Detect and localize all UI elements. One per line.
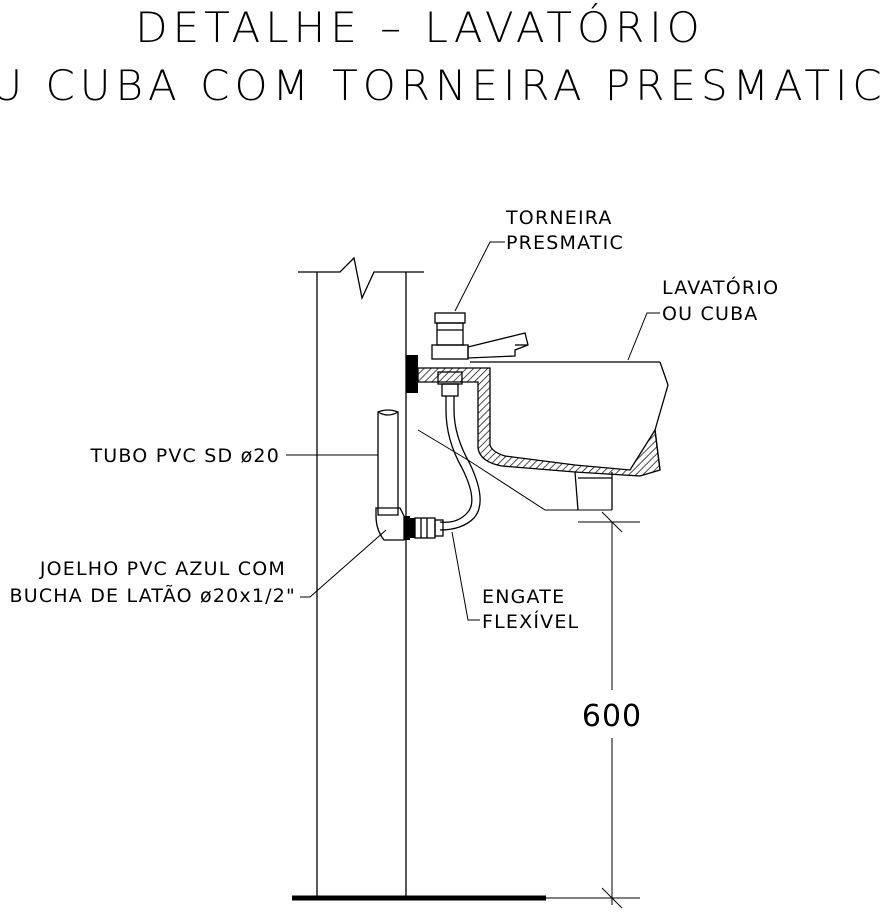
title-line-2: OU CUBA COM TORNEIRA PRESMATIC [0,61,887,110]
label-engate-1: ENGATE [482,586,565,608]
flexible-hose [439,396,481,531]
label-tubo: TUBO PVC SD ø20 [89,445,280,467]
dimension-600 [546,511,640,909]
wall [298,256,424,898]
label-lavatorio-1: LAVATÓRIO [662,275,779,299]
label-engate-2: FLEXÍVEL [482,610,579,633]
label-torneira-2: PRESMATIC [506,232,624,254]
faucet [431,312,529,397]
label-torneira-1: TORNEIRA [505,207,613,229]
dimension-value: 600 [582,699,642,734]
label-joelho-2: BUCHA DE LATÃO ø20x1/2" [9,584,296,607]
wall-bracket [406,355,418,393]
title-line-1: DETALHE – LAVATÓRIO [135,2,705,52]
pvc-pipe [375,409,444,541]
leader-lines [286,241,660,621]
label-joelho-1: JOELHO PVC AZUL COM [39,558,286,580]
sink [417,361,669,511]
label-lavatorio-2: OU CUBA [662,303,759,325]
